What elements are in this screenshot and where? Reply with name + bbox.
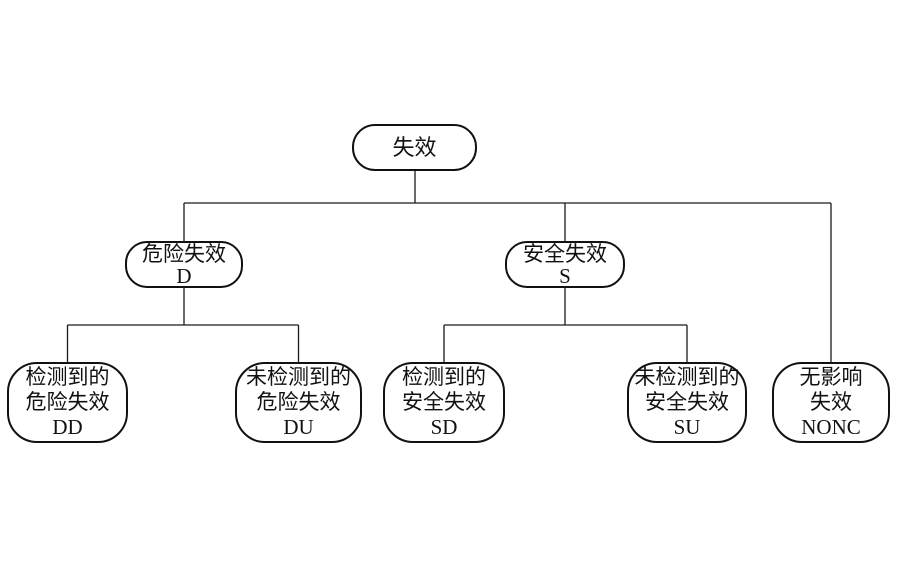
node-no-effect-failure: 无影响 失效 NONC: [772, 362, 890, 443]
node-dangerous-failure-code: D: [176, 263, 192, 288]
node-detected-dangerous-failure: 检测到的 危险失效 DD: [7, 362, 128, 443]
node-no-effect-code: NONC: [801, 415, 861, 439]
node-failure: 失效: [352, 124, 477, 171]
node-failure-label: 失效: [392, 134, 437, 160]
node-undetected-safe-line2: 安全失效: [645, 390, 729, 414]
node-no-effect-line2: 失效: [810, 390, 852, 414]
node-safe-failure: 安全失效 S: [505, 241, 625, 288]
node-detected-safe-failure: 检测到的 安全失效 SD: [383, 362, 505, 443]
node-undetected-safe-line1: 未检测到的: [634, 365, 740, 389]
node-detected-safe-line1: 检测到的: [402, 365, 486, 389]
node-detected-dangerous-line2: 危险失效: [25, 390, 110, 414]
node-undetected-dangerous-code: DU: [283, 415, 314, 439]
node-undetected-dangerous-line1: 未检测到的: [246, 365, 351, 389]
node-dangerous-failure-label: 危险失效: [142, 241, 226, 266]
node-detected-safe-line2: 安全失效: [402, 390, 486, 414]
node-no-effect-line1: 无影响: [799, 365, 863, 389]
node-undetected-dangerous-failure: 未检测到的 危险失效 DU: [235, 362, 362, 443]
node-detected-dangerous-line1: 检测到的: [25, 365, 110, 389]
node-detected-safe-code: SD: [430, 415, 458, 439]
node-dangerous-failure: 危险失效 D: [125, 241, 243, 288]
node-detected-dangerous-code: DD: [52, 415, 83, 439]
node-safe-failure-label: 安全失效: [523, 241, 607, 266]
node-undetected-dangerous-line2: 危险失效: [256, 390, 341, 414]
node-undetected-safe-failure: 未检测到的 安全失效 SU: [627, 362, 747, 443]
node-undetected-safe-code: SU: [673, 415, 701, 439]
node-safe-failure-code: S: [559, 263, 571, 288]
